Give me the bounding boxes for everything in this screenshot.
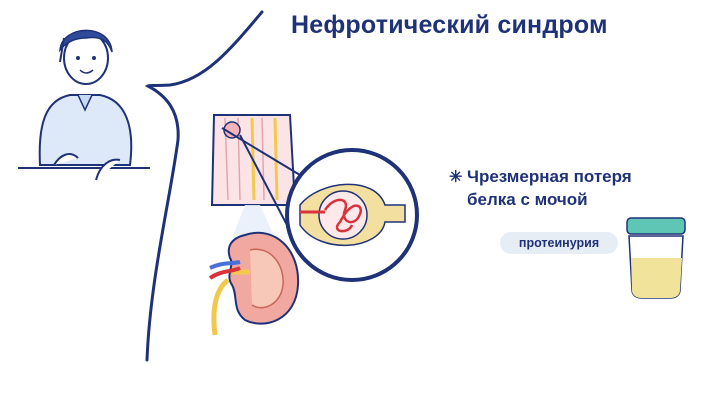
slide-title: Нефротический синдром <box>291 11 608 39</box>
nurse-figure <box>18 29 150 181</box>
description-line-1: Чрезмерная потеря <box>467 167 632 186</box>
kidney <box>208 231 300 336</box>
asterisk-icon: ✳ <box>449 169 463 186</box>
urine-sample-cup <box>626 217 686 299</box>
description-line-2: белка с мочой <box>467 190 588 209</box>
body-outline <box>144 10 264 362</box>
glomerulus-magnified <box>285 148 419 282</box>
zoom-beam <box>232 205 275 238</box>
nephron-panel <box>210 114 301 251</box>
proteinuria-badge: протеинурия <box>500 232 618 254</box>
symptom-description: Чрезмерная потеря белка с мочой <box>467 165 687 211</box>
